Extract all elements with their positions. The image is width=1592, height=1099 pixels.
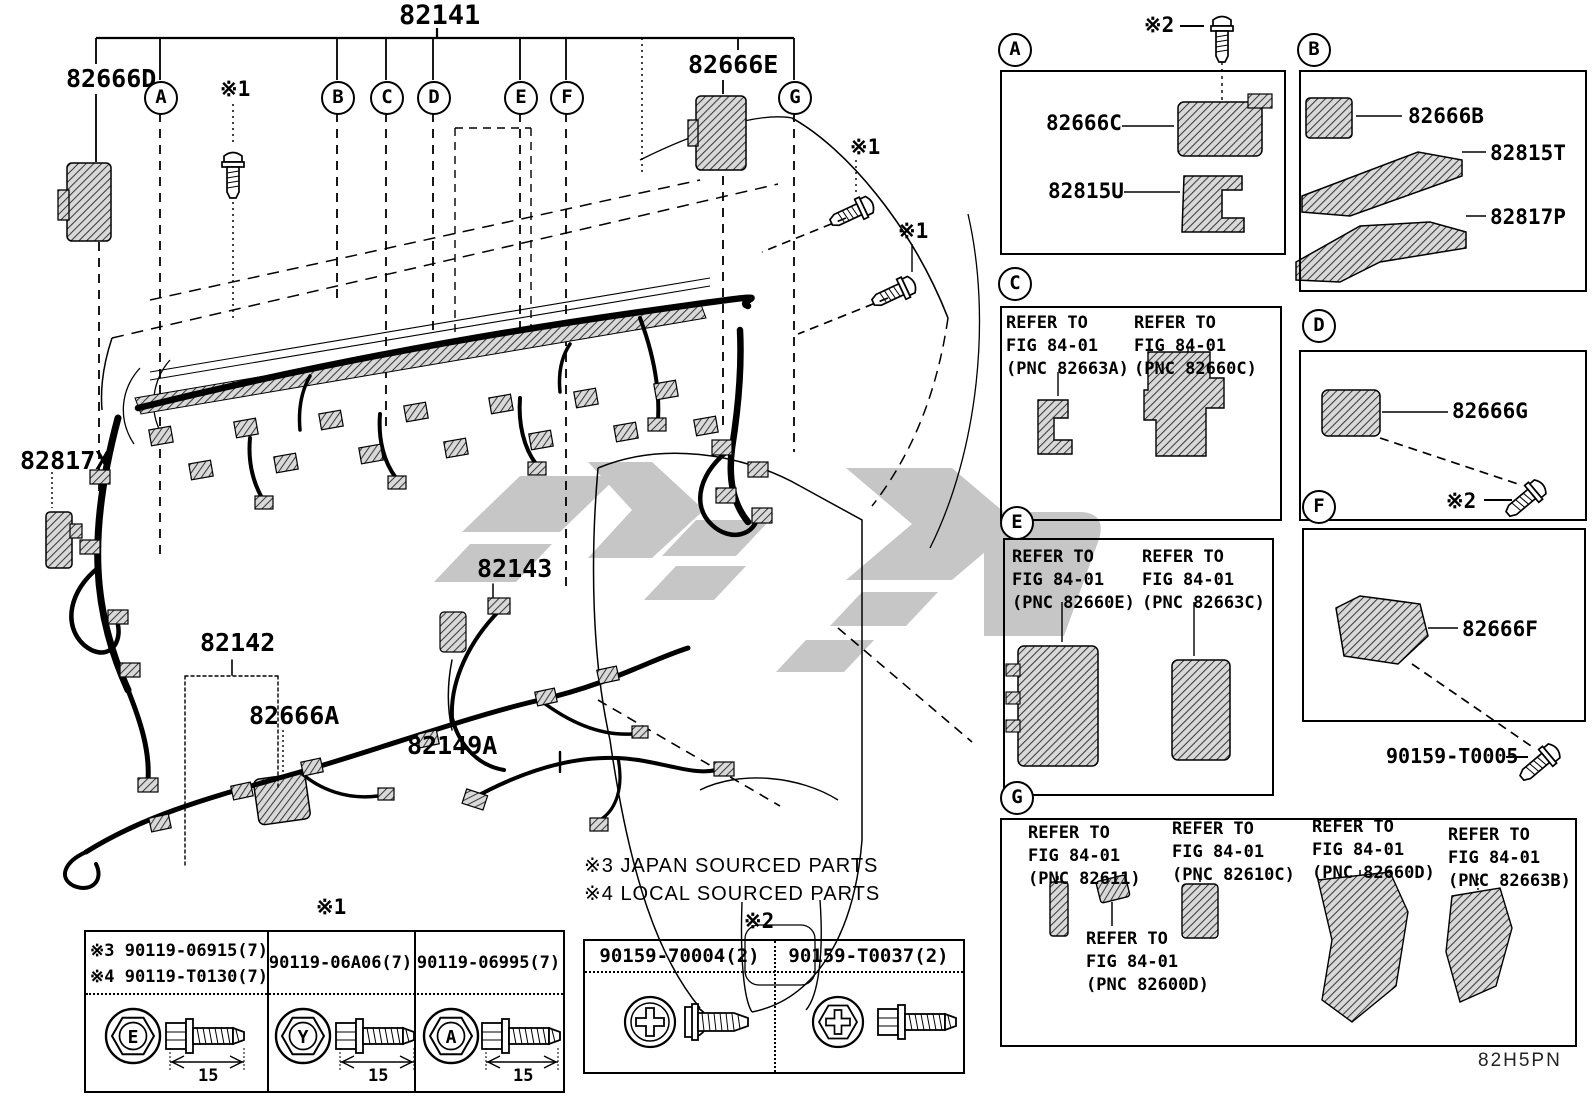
part-82666G-drawing — [1321, 389, 1448, 437]
screw-table-col2-header: 90159-T0037(2) — [788, 945, 949, 967]
part-label-90159-T0005: 90159-T0005 — [1386, 744, 1519, 768]
screw-note-1-top: ※1 — [220, 77, 251, 101]
bolt-head-letter-2: Y — [298, 1027, 309, 1048]
part-82666B-drawing — [1305, 97, 1402, 139]
part-label-82666B: 82666B — [1408, 104, 1484, 128]
panel-g-box — [1000, 818, 1577, 1047]
part-82815U-drawing — [1124, 175, 1245, 233]
part-82666F-drawing — [1335, 595, 1458, 665]
part-label-82666D: 82666D — [66, 64, 157, 93]
panel-a-box — [1000, 70, 1286, 255]
part-label-82143: 82143 — [477, 554, 553, 583]
panel-c-box — [1000, 306, 1282, 521]
panel-g-parts — [1049, 870, 1513, 1023]
note-local-sourced: ※4 LOCAL SOURCED PARTS — [584, 883, 881, 905]
bolt-table-col1-header: ※3 90119-06915(7) ※4 90119-T0130(7) — [90, 941, 269, 987]
watermark-logo — [434, 462, 1101, 672]
callout-circle-g: G — [778, 81, 812, 115]
panel-e-parts — [1005, 602, 1231, 767]
callout-circle-c: C — [370, 81, 404, 115]
part-82666C-drawing — [1122, 93, 1273, 157]
part-label-82142: 82142 — [200, 628, 276, 657]
bolt-head-letter-1: E — [128, 1027, 139, 1048]
part-label-82666F: 82666F — [1462, 617, 1538, 641]
callout-circle-a: A — [144, 81, 178, 115]
figure-code: 82H5PN — [1478, 1050, 1562, 1071]
part-label-82817X: 82817X — [20, 446, 111, 475]
part-82815T-drawing — [1301, 151, 1486, 217]
panel-d-box — [1299, 350, 1587, 521]
part-82817P-drawing — [1295, 215, 1486, 283]
screw-table-col1-header: 90159-70004(2) — [599, 945, 760, 967]
note-japan-sourced: ※3 JAPAN SOURCED PARTS — [584, 855, 879, 877]
bolt-dim-2: 15 — [368, 1066, 389, 1086]
panel-e-letter: E — [1000, 506, 1034, 540]
panel-d-letter: D — [1302, 309, 1336, 343]
callout-circle-e: E — [504, 81, 538, 115]
screw-table: 90159-70004(2) 90159-T0037(2) — [583, 939, 965, 1074]
panel-c-letter: C — [998, 267, 1032, 301]
part-82666D-drawing — [57, 162, 112, 242]
screw-note-2-panel-d: ※2 — [1446, 489, 1477, 513]
panel-a-letter: A — [998, 33, 1032, 67]
part-label-82815U: 82815U — [1048, 179, 1124, 203]
bolt-dim-1: 15 — [198, 1066, 219, 1086]
screw-note-1-right-b: ※1 — [898, 219, 929, 243]
part-label-82817P: 82817P — [1490, 205, 1566, 229]
bolt-table: ※3 90119-06915(7) ※4 90119-T0130(7) 9011… — [84, 930, 565, 1093]
callout-circle-d: D — [417, 81, 451, 115]
bolt-icons: E Y A — [104, 1007, 561, 1070]
part-label-82666C: 82666C — [1046, 111, 1122, 135]
bolt-head-letter-3: A — [446, 1027, 457, 1048]
bolt-table-note: ※1 — [316, 895, 347, 919]
callout-circle-b: B — [321, 81, 355, 115]
bolt-dim-3: 15 — [513, 1066, 534, 1086]
part-82666E-drawing — [687, 95, 747, 171]
screw-table-note: ※2 — [744, 909, 775, 933]
screw-note-1-right-a: ※1 — [850, 135, 881, 159]
part-label-82141: 82141 — [399, 0, 481, 31]
part-label-82666G: 82666G — [1452, 399, 1528, 423]
bolt-table-col2-header: 90119-06A06(7) — [268, 952, 413, 973]
bolt-table-col3-header: 90119-06995(7) — [416, 952, 561, 973]
part-label-82666E: 82666E — [688, 50, 779, 79]
panel-g-letter: G — [1000, 781, 1034, 815]
panel-c-parts — [1037, 348, 1225, 457]
screw-note-2-top: ※2 — [1144, 13, 1175, 37]
panel-e-box — [1003, 538, 1274, 796]
part-82817X-drawing — [45, 472, 83, 569]
part-label-82815T: 82815T — [1490, 141, 1566, 165]
panel-b-letter: B — [1297, 33, 1331, 67]
part-label-82149A: 82149A — [407, 731, 498, 760]
harness-82142 — [62, 645, 691, 890]
callout-circle-f: F — [550, 81, 584, 115]
panel-f-letter: F — [1302, 490, 1336, 524]
part-label-82666A: 82666A — [249, 701, 340, 730]
panel-f-box — [1302, 528, 1586, 722]
panel-b-box — [1299, 70, 1587, 292]
